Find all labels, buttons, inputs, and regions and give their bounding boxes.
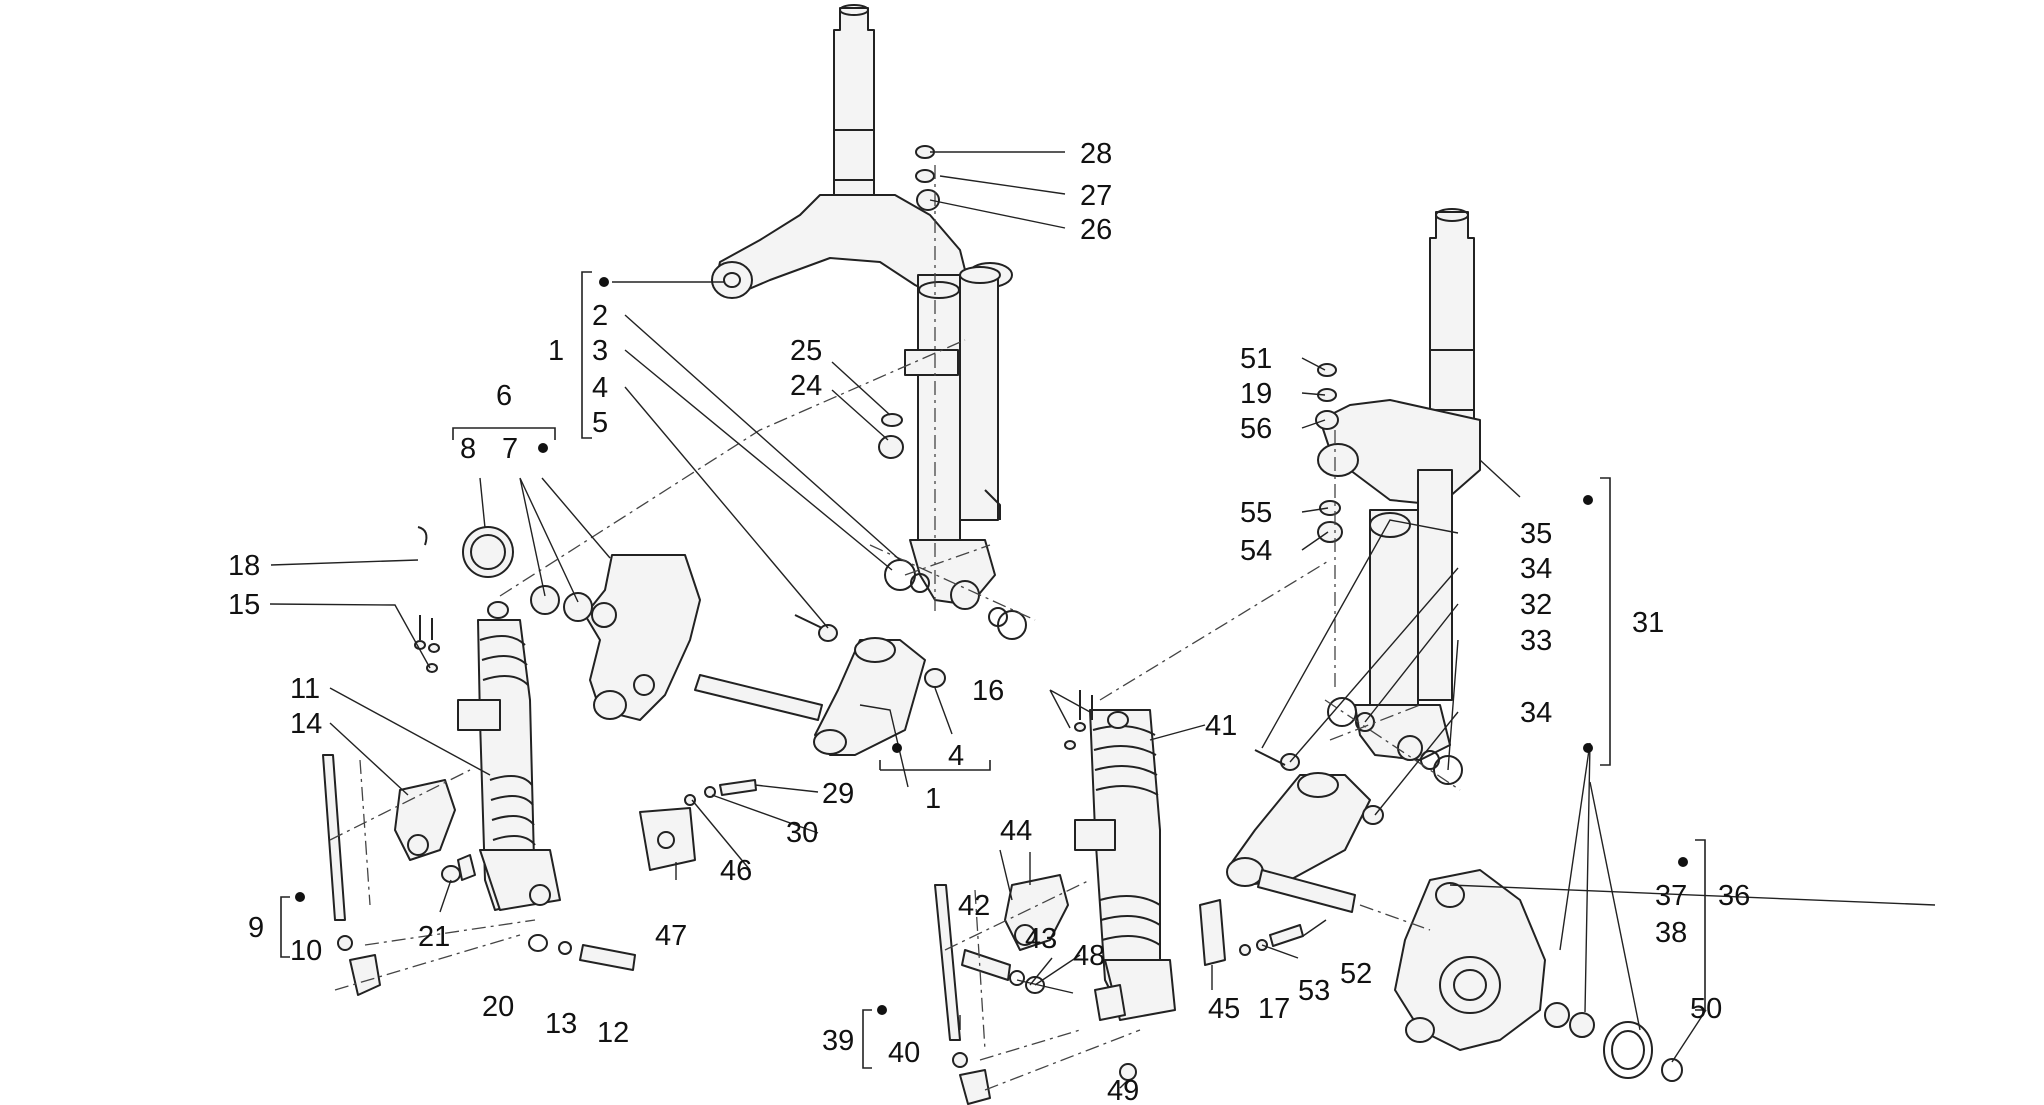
callout-49: 49 [1107,1075,1139,1105]
callout-19: 19 [1240,378,1272,410]
callout-4-upper: 4 [592,372,608,404]
fork-leg-left [904,266,1001,610]
group-brackets [280,271,1706,1069]
callout-55: 55 [1240,497,1272,529]
callout-1-upper: 1 [548,335,564,367]
fork-leg-right [1354,469,1453,761]
callout-labels: 28 27 26 2 1 3 4 5 25 24 6 8 7 18 15 11 … [228,138,1750,1105]
callout-34-upper: 34 [1520,553,1552,585]
swing-arm-right [1226,749,1384,913]
callout-37: 37 [1655,880,1687,912]
wheel-hub-right [1394,869,1683,1082]
callout-46: 46 [720,855,752,887]
callout-52: 52 [1340,958,1372,990]
callout-16: 16 [972,675,1004,707]
callout-34-lower: 34 [1520,697,1552,729]
steering-tube-right [1317,208,1481,506]
callout-29: 29 [822,778,854,810]
callout-26: 26 [1080,214,1112,246]
callout-27: 27 [1080,180,1112,212]
callout-53: 53 [1298,975,1330,1007]
washer-stack-top-left [878,145,940,459]
shock-absorber-left [457,601,561,911]
mounting-plate [639,779,757,871]
callout-51: 51 [1240,343,1272,375]
washer-stack-top-right [1315,363,1343,543]
brake-caliper-bracket-left [417,526,701,721]
callout-17: 17 [1258,993,1290,1025]
callout-35: 35 [1520,518,1552,550]
callout-31: 31 [1632,607,1664,639]
callout-30: 30 [786,817,818,849]
callout-6: 6 [496,380,512,412]
callout-21: 21 [418,921,450,953]
callout-25: 25 [790,335,822,367]
callout-33: 33 [1520,625,1552,657]
callout-9: 9 [248,912,264,944]
callout-38: 38 [1655,917,1687,949]
callout-54: 54 [1240,535,1272,567]
callout-48: 48 [1073,940,1105,972]
callout-7: 7 [502,433,518,465]
callout-47: 47 [655,920,687,952]
o-rings-fork-right [1327,697,1463,785]
callout-15: 15 [228,589,260,621]
callout-32: 32 [1520,589,1552,621]
callout-56: 56 [1240,413,1272,445]
callout-45: 45 [1208,993,1240,1025]
callout-12: 12 [597,1017,629,1049]
callout-11: 11 [290,673,320,705]
callout-8: 8 [460,433,476,465]
caliper-right [1004,874,1126,1021]
shock-absorber-right [1074,709,1176,1021]
callout-39: 39 [822,1025,854,1057]
callout-28: 28 [1080,138,1112,170]
callout-50: 50 [1690,993,1722,1025]
callout-36: 36 [1718,880,1750,912]
callout-18: 18 [228,550,260,582]
callout-41: 41 [1205,710,1237,742]
swing-arm-left [694,614,946,756]
callout-10: 10 [290,935,322,967]
callout-40: 40 [888,1037,920,1069]
callout-14: 14 [290,708,322,740]
callout-13: 13 [545,1008,577,1040]
leader-lines [269,151,1936,1089]
callout-43: 43 [1025,923,1057,955]
callout-3: 3 [592,335,608,367]
pins-and-washers-right [934,690,1304,1105]
callout-1-lower: 1 [925,783,941,815]
callout-44: 44 [1000,815,1032,847]
callout-2: 2 [592,300,608,332]
callout-5: 5 [592,407,608,439]
callout-4-lower: 4 [948,740,964,772]
callout-24: 24 [790,370,822,402]
callout-20: 20 [482,991,514,1023]
callout-42: 42 [958,890,990,922]
